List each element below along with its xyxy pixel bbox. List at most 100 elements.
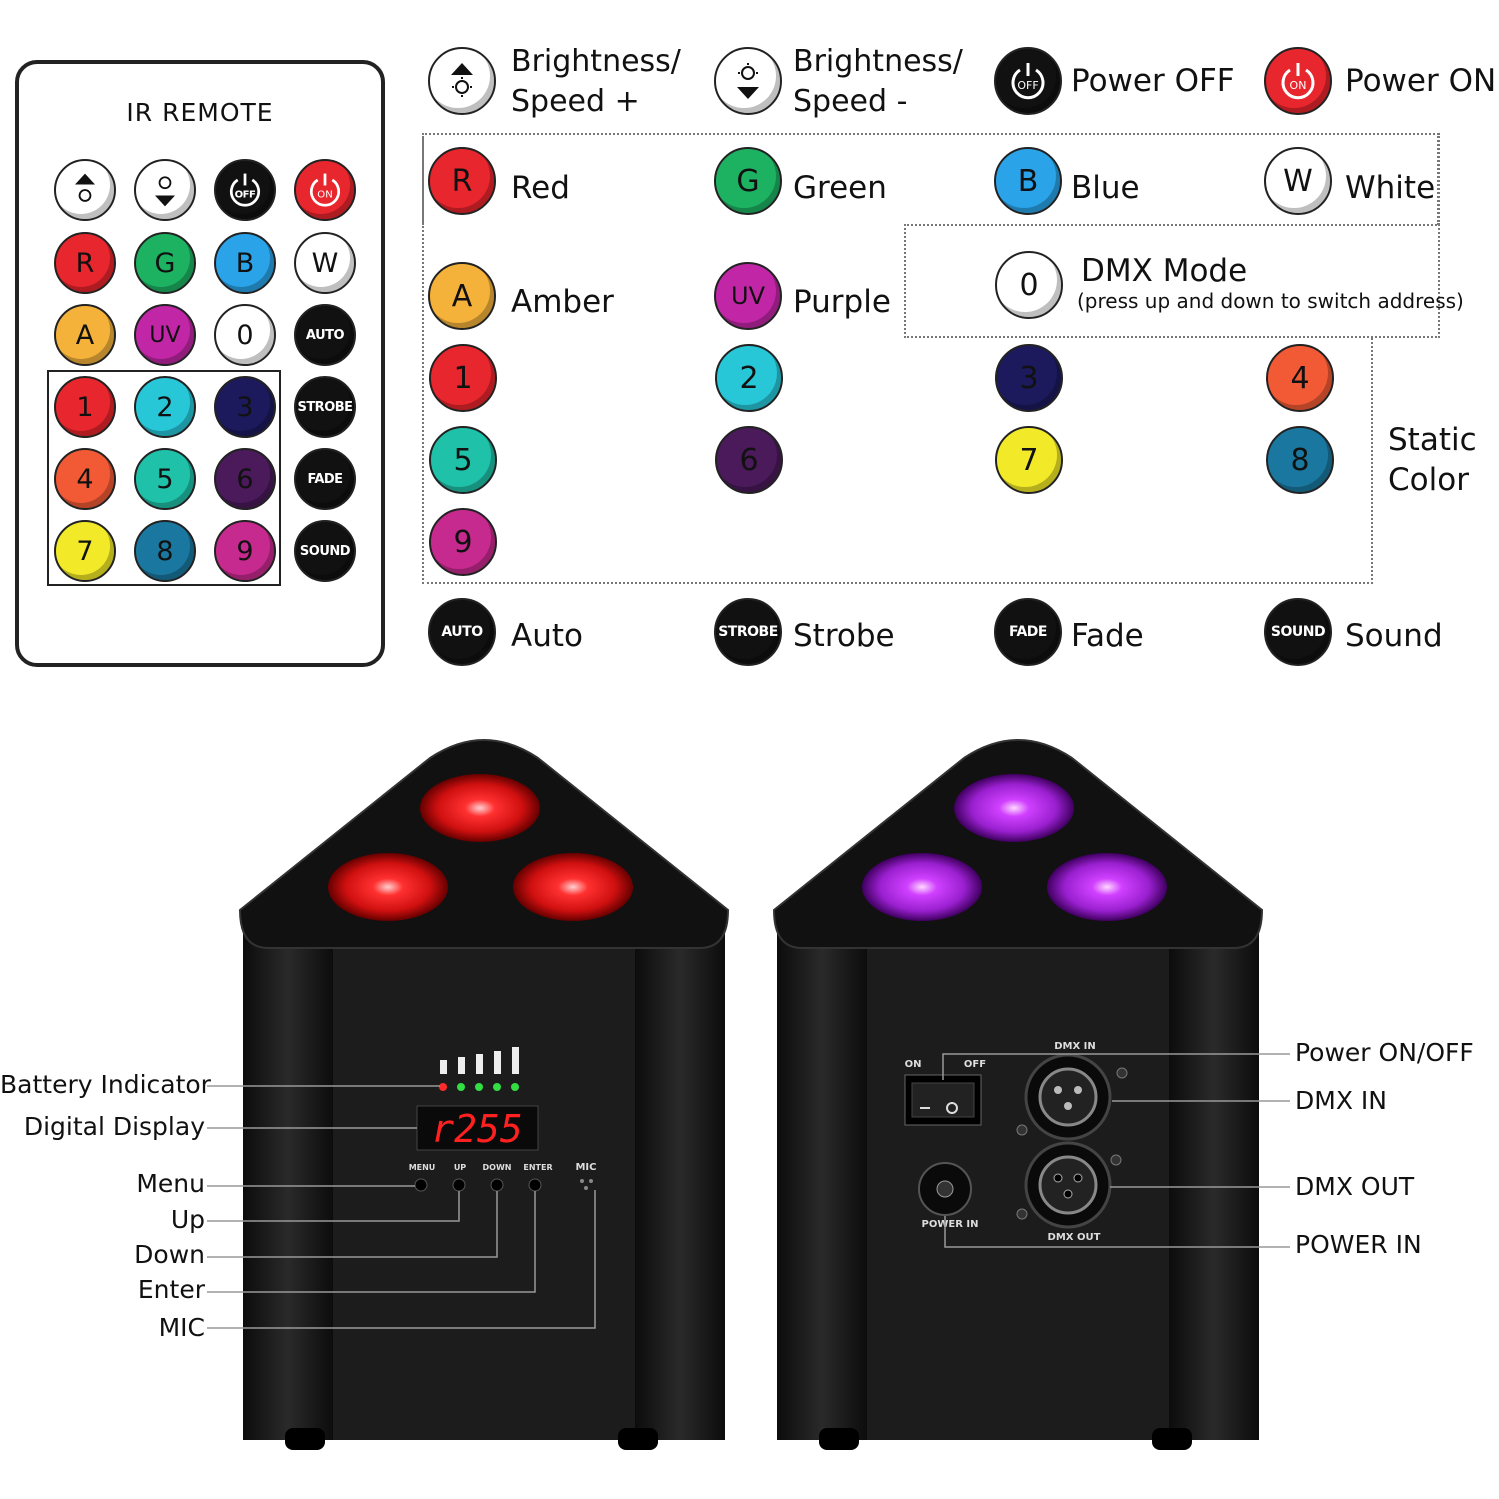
remote-title: IR REMOTE [126,98,274,127]
legend-static-button-3[interactable]: 3 [995,344,1063,412]
brightness-down-icon [155,176,175,207]
power-off-icon: OFF [1011,63,1045,100]
digital-display-callout: Digital Display [23,1112,205,1141]
menu-panel-label: MENU [409,1163,436,1172]
legend-sound-button[interactable]: SOUND [1264,598,1332,666]
remote-button-9[interactable]: 9 [214,520,276,582]
remote-button-1[interactable]: 1 [54,376,116,438]
legend-green-button[interactable]: G [714,147,782,215]
remote-button-fade[interactable]: FADE [294,448,356,510]
display-readout: r255 [431,1107,523,1151]
brightness-down-button[interactable] [714,47,782,115]
strobe-label: Strobe [793,618,895,654]
mic-callout: MIC [158,1313,205,1342]
remote-button-r[interactable]: R [54,232,116,294]
dmx-mode-note: (press up and down to switch address) [1077,289,1464,313]
enter-callout: Enter [137,1275,205,1304]
battery-indicator-callout: Battery Indicator [0,1070,211,1099]
colors-group-right-border [1438,133,1440,225]
mic-holes [580,1179,593,1190]
legend-dmx-button[interactable]: 0 [995,251,1063,319]
red-label: Red [511,170,570,206]
legend-uv-button[interactable]: UV [714,262,782,330]
legend-fade-button[interactable]: FADE [994,598,1062,666]
legend-red-button[interactable]: R [428,147,496,215]
remote-button-strobe[interactable]: STROBE [294,376,356,438]
legend-auto-button[interactable]: AUTO [428,598,496,666]
remote-button-auto[interactable]: AUTO [294,304,356,366]
legend-static-button-9[interactable]: 9 [429,508,497,576]
enter-button[interactable] [528,1178,542,1192]
svg-text:OFF: OFF [1017,79,1038,92]
digital-display [416,1105,539,1151]
remote-button-3[interactable]: 3 [214,376,276,438]
blue-label: Blue [1071,170,1140,206]
dmx-in-callout: DMX IN [1295,1086,1387,1115]
remote-button-5[interactable]: 5 [134,448,196,510]
legend-static-button-6[interactable]: 6 [715,426,783,494]
brightness-down-label: Brightness/Speed - [793,44,963,119]
remote-button-w[interactable]: W [294,232,356,294]
auto-label: Auto [511,618,583,654]
remote-button-0[interactable]: 0 [214,304,276,366]
remote-number-group [47,370,281,586]
remote-button-brightness-down[interactable] [134,159,196,221]
battery-indicator [440,1047,519,1074]
fade-label: Fade [1071,618,1144,654]
dmx-out-panel-label: DMX OUT [1048,1232,1101,1243]
remote-button-b[interactable]: B [214,232,276,294]
remote-button-power-off[interactable]: OFF [214,159,276,221]
static-color-right-border [1371,338,1373,584]
svg-text:OFF: OFF [235,189,256,200]
legend-static-button-2[interactable]: 2 [715,344,783,412]
power-in-panel-label: POWER IN [922,1219,979,1230]
brightness-up-icon [75,173,95,202]
down-button[interactable] [490,1178,504,1192]
power-on-label: Power ON [1345,63,1497,99]
remote-button-uv[interactable]: UV [134,304,196,366]
legend-static-button-8[interactable]: 8 [1266,426,1334,494]
legend-static-button-7[interactable]: 7 [995,426,1063,494]
legend-static-button-1[interactable]: 1 [429,344,497,412]
purple-label: Purple [793,284,891,320]
remote-button-2[interactable]: 2 [134,376,196,438]
legend-strobe-button[interactable]: STROBE [714,598,782,666]
back-led-top [954,774,1074,842]
dmx-in-panel-label: DMX IN [1054,1041,1096,1052]
remote-button-4[interactable]: 4 [54,448,116,510]
sound-label: Sound [1345,618,1443,654]
brightness-up-button[interactable] [428,47,496,115]
remote-button-power-on[interactable]: ON [294,159,356,221]
dmx-mode-label: DMX Mode [1081,253,1248,289]
mic-panel-label: MIC [575,1162,596,1173]
up-button[interactable] [452,1178,466,1192]
back-device: ON OFF DMX IN POWER IN DMX OUT [772,739,1290,1450]
down-panel-label: DOWN [483,1163,512,1172]
remote-button-g[interactable]: G [134,232,196,294]
power-off-button[interactable]: OFF [994,47,1062,115]
remote-button-a[interactable]: A [54,304,116,366]
legend-amber-button[interactable]: A [428,262,496,330]
power-on-button[interactable]: ON [1264,47,1332,115]
remote-button-6[interactable]: 6 [214,448,276,510]
menu-button[interactable] [414,1178,428,1192]
remote-button-sound[interactable]: SOUND [294,520,356,582]
front-led-right [513,853,633,921]
up-callout: Up [170,1205,205,1234]
remote-button-8[interactable]: 8 [134,520,196,582]
remote-button-brightness-up[interactable] [54,159,116,221]
legend-static-button-4[interactable]: 4 [1266,344,1334,412]
legend-static-button-5[interactable]: 5 [429,426,497,494]
devices-illustration: r255 MENU UP DOWN ENTER MIC [207,739,1290,1450]
remote-button-7[interactable]: 7 [54,520,116,582]
brightness-up-icon [451,63,473,97]
power-off-label: Power OFF [1071,63,1235,99]
brightness-up-label: Brightness/Speed + [511,44,681,119]
legend-blue-button[interactable]: B [994,147,1062,215]
power-on-icon: ON [1281,63,1315,100]
enter-panel-label: ENTER [523,1163,552,1172]
off-panel-label: OFF [964,1059,986,1070]
up-panel-label: UP [454,1163,466,1172]
legend-white-button[interactable]: W [1264,147,1332,215]
